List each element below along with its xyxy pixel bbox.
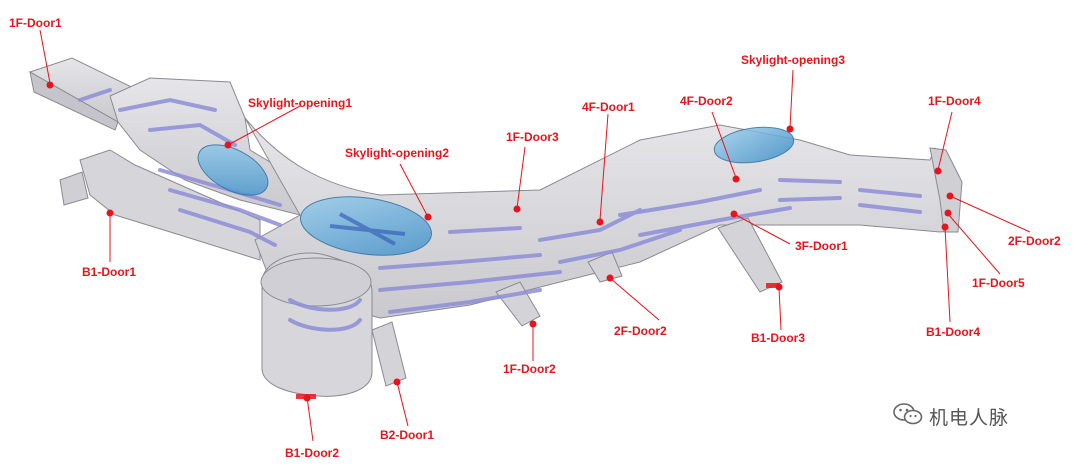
wechat-icon: [893, 402, 923, 431]
1f-door2-tube: [495, 281, 541, 327]
skylight-1: [197, 144, 269, 196]
marker-2f-door2-east: [946, 192, 954, 200]
label-skylight-opening3: Skylight-opening3: [741, 53, 846, 67]
label-1f-door1: 1F-Door1: [9, 16, 62, 30]
leader-lines: [39, 29, 1031, 442]
west-low-block: [79, 149, 261, 261]
watermark: 机电人脉: [893, 402, 1009, 431]
floor-slabs: [78, 88, 922, 332]
label-b1-door2: B1-Door2: [285, 446, 340, 460]
label-1f-door5: 1F-Door5: [972, 276, 1025, 290]
marker-skylight3: [786, 125, 794, 133]
label-b1-door4: B1-Door4: [926, 325, 981, 339]
marker-1f-door5: [944, 209, 952, 217]
label-2f-door2: 2F-Door2: [614, 324, 667, 338]
label-skylight-opening1: Skylight-opening1: [248, 96, 353, 110]
marker-1f-door3: [513, 205, 521, 213]
skylight-3: [713, 126, 795, 164]
marker-1f-door1: [46, 81, 54, 89]
label-3f-door1: 3F-Door1: [795, 239, 848, 253]
label-4f-door1: 4F-Door1: [582, 100, 635, 114]
label-b1-door1: B1-Door1: [82, 265, 137, 279]
label-2f-door2-east: 2F-Door2: [1008, 234, 1061, 248]
marker-1f-door2: [529, 320, 537, 328]
door-markers: [46, 81, 954, 402]
label-1f-door2: 1F-Door2: [503, 362, 556, 376]
label-skylight-opening2: Skylight-opening2: [345, 146, 450, 160]
marker-1f-door4: [934, 167, 942, 175]
marker-4f-door2: [732, 175, 740, 183]
label-b2-door1: B2-Door1: [380, 428, 435, 442]
label-1f-door3: 1F-Door3: [506, 130, 559, 144]
building-shell: [28, 57, 963, 397]
marker-b1-door1: [106, 209, 114, 217]
2f-door2-tube: [587, 251, 623, 283]
marker-b1-door4: [941, 223, 949, 231]
marker-b2-door1: [393, 378, 401, 386]
b2-door1-tube: [371, 321, 407, 387]
label-1f-door4: 1F-Door4: [928, 94, 981, 108]
skylights: [197, 126, 795, 256]
marker-2f-door2: [606, 274, 614, 282]
label-b1-door3: B1-Door3: [751, 331, 806, 345]
marker-skylight2: [424, 213, 432, 221]
marker-skylight1: [224, 141, 232, 149]
b1-door3-tube: [717, 217, 783, 293]
marker-3f-door1: [730, 210, 738, 218]
watermark-text: 机电人脉: [929, 407, 1010, 429]
marker-4f-door1: [596, 218, 604, 226]
label-4f-door2: 4F-Door2: [680, 94, 733, 108]
